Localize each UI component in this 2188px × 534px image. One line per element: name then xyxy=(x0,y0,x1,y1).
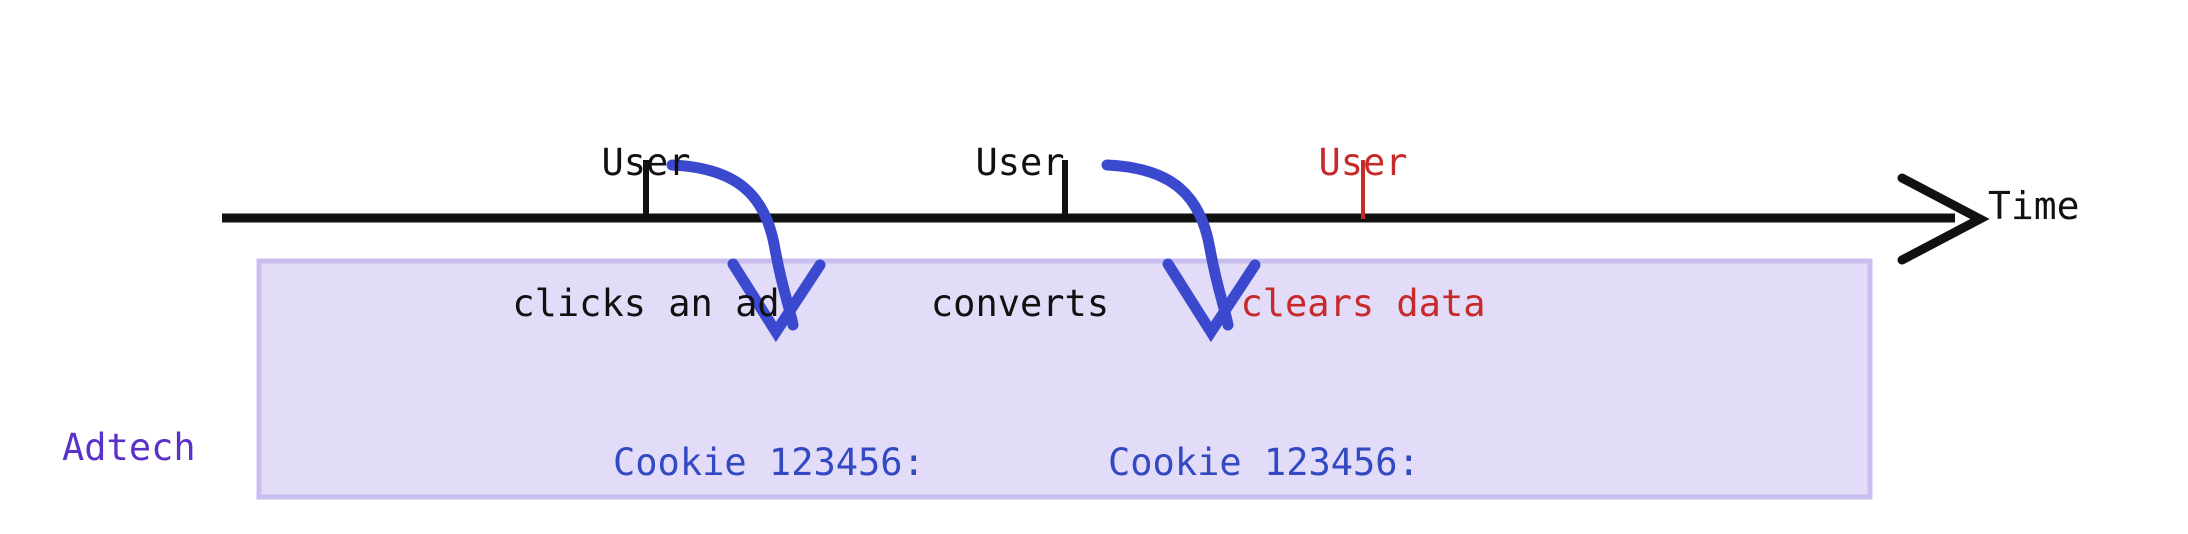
curved-arrow-converted-head-icon xyxy=(1162,258,1261,343)
cookie-log-entry-ad-clicked: Cookie 123456: Ad clicked xyxy=(613,345,925,534)
adtech-server-label-line-1: Adtech xyxy=(62,426,196,469)
cookie-log-entry-converted: Cookie 123456: Converted xyxy=(1108,345,1420,534)
event-label-line-1: User xyxy=(601,141,691,184)
event-label-line-1: User xyxy=(1318,141,1408,184)
event-label-user-clears-data: User clears data xyxy=(1188,45,1538,421)
event-label-line-2: clears data xyxy=(1240,282,1486,325)
adtech-server-band xyxy=(256,258,1873,500)
curved-arrow-converted xyxy=(1101,159,1234,331)
event-label-user-converts: User converts xyxy=(865,45,1175,421)
adtech-server-band-label: Adtech server xyxy=(62,330,252,534)
event-label-user-clicks-an-ad: User clicks an ad xyxy=(446,45,846,421)
curved-arrow-ad-clicked-head-icon xyxy=(727,258,826,343)
cookie-log-line-1: Cookie 123456: xyxy=(613,441,925,484)
event-label-line-2: clicks an ad xyxy=(512,282,780,325)
timeline-arrowhead-icon xyxy=(1897,173,1990,265)
time-axis-label: Time xyxy=(1988,184,2080,228)
event-label-line-2: converts xyxy=(930,282,1110,325)
cookie-log-line-1: Cookie 123456: xyxy=(1108,441,1420,484)
event-label-line-1: User xyxy=(975,141,1065,184)
curved-arrow-ad-clicked xyxy=(666,159,799,331)
